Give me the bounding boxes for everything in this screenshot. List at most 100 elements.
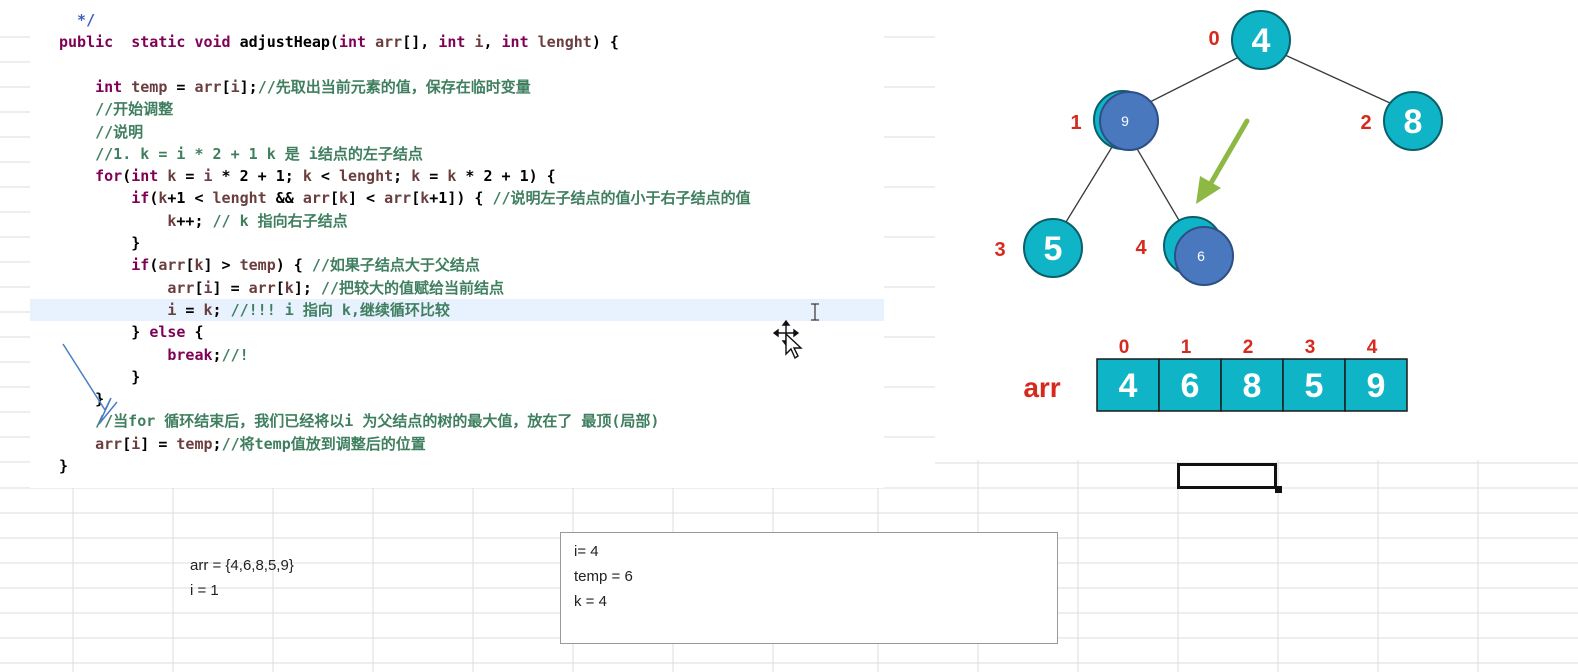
code-token: arr bbox=[167, 278, 195, 297]
code-editor[interactable]: */public static void adjustHeap(int arr[… bbox=[59, 9, 879, 479]
text-cursor-icon bbox=[811, 303, 819, 321]
code-token: int bbox=[501, 33, 529, 52]
code-token: [ bbox=[194, 278, 204, 297]
code-line: } bbox=[59, 455, 68, 477]
code-token: public bbox=[59, 33, 114, 52]
code-token: , bbox=[483, 33, 502, 52]
code-token: k bbox=[447, 167, 457, 186]
code-token: [ bbox=[329, 189, 339, 208]
code-token: int bbox=[95, 77, 123, 96]
tree-node-3: 5 3 bbox=[994, 218, 1083, 278]
code-token: ( bbox=[149, 189, 159, 208]
code-token: * 2 + 1; bbox=[212, 167, 303, 186]
node-index: 4 bbox=[1135, 237, 1147, 259]
code-token: i bbox=[203, 167, 213, 186]
code-token: temp bbox=[239, 256, 276, 275]
code-token: i bbox=[203, 278, 213, 297]
node-index: 3 bbox=[994, 239, 1005, 261]
code-token: arr bbox=[248, 278, 276, 297]
code-token: arr bbox=[384, 189, 412, 208]
code-token: ; bbox=[212, 345, 222, 364]
code-line: if(arr[k] > temp) { //如果子结点大于父结点 bbox=[59, 254, 480, 276]
code-line: */ bbox=[59, 9, 95, 31]
array-index: 2 bbox=[1243, 337, 1254, 358]
code-token: temp bbox=[176, 434, 213, 453]
code-token bbox=[59, 167, 95, 185]
code-line: } bbox=[59, 388, 104, 410]
code-token: arr bbox=[375, 33, 403, 52]
code-token: //说明左子结点的值小于右子结点的值 bbox=[492, 189, 751, 208]
array-value: 8 bbox=[1243, 367, 1262, 405]
note-line: i= 4 bbox=[574, 543, 599, 560]
current-line-highlight bbox=[30, 299, 884, 321]
array-cell-3: 53 bbox=[1282, 337, 1346, 412]
code-token: arr bbox=[95, 434, 123, 453]
code-line: int temp = arr[i];//先取出当前元素的值，保存在临时变量 bbox=[59, 76, 531, 98]
code-token: i bbox=[474, 33, 484, 52]
code-line: //开始调整 bbox=[59, 98, 173, 120]
code-token: } bbox=[59, 457, 69, 475]
node-value: 8 bbox=[1404, 103, 1423, 141]
array-cell-4: 94 bbox=[1344, 337, 1408, 412]
tree-node-4: 6 4 bbox=[1135, 216, 1234, 286]
code-token: [], bbox=[402, 33, 439, 52]
code-token: = bbox=[420, 167, 448, 186]
green-arrow-icon bbox=[1196, 118, 1250, 204]
code-token: k bbox=[420, 189, 430, 208]
code-token: = bbox=[176, 167, 204, 186]
tree-edge bbox=[1065, 146, 1113, 223]
code-token: lenght bbox=[212, 189, 267, 208]
pen-annotation bbox=[62, 343, 118, 425]
tree-edge bbox=[1137, 54, 1244, 109]
fill-handle[interactable] bbox=[1275, 486, 1282, 493]
code-token: adjustHeap( bbox=[230, 33, 339, 52]
code-token: && bbox=[266, 189, 303, 208]
node-value: 6 bbox=[1197, 248, 1205, 264]
code-token bbox=[59, 435, 95, 453]
array-cell-1: 61 bbox=[1158, 337, 1222, 412]
code-token: */ bbox=[59, 11, 96, 29]
code-token: //将temp值放到调整后的位置 bbox=[221, 434, 426, 453]
array-value: 5 bbox=[1305, 367, 1324, 405]
code-token: arr bbox=[302, 189, 330, 208]
code-token: } bbox=[59, 390, 105, 409]
array-index: 3 bbox=[1305, 337, 1316, 358]
code-line: //当for 循环结束后，我们已经将以i 为父结点的树的最大值，放在了 最顶(局… bbox=[59, 410, 659, 432]
tree-edge bbox=[1135, 146, 1181, 223]
code-token: ]; bbox=[239, 77, 258, 96]
code-line: //1. k = i * 2 + 1 k 是 i结点的左子结点 bbox=[59, 143, 423, 165]
code-token: //开始调整 bbox=[95, 100, 174, 119]
note-box: i= 4 temp = 6 k = 4 bbox=[560, 532, 1058, 644]
code-line: break;//! bbox=[59, 344, 248, 366]
array-label: arr bbox=[1023, 372, 1060, 403]
code-token: k bbox=[203, 300, 213, 319]
array-cell-box bbox=[1282, 358, 1346, 412]
code-token: k bbox=[411, 167, 421, 186]
code-line: i = k; //!!! i 指向 k,继续循环比较 bbox=[59, 299, 450, 321]
array-index: 0 bbox=[1119, 337, 1130, 358]
code-line: //说明 bbox=[59, 121, 143, 143]
code-token: k bbox=[158, 189, 168, 208]
code-token: lenght bbox=[537, 33, 592, 52]
code-token: } bbox=[59, 234, 141, 252]
note-line: k = 4 bbox=[574, 593, 607, 610]
code-token: = bbox=[176, 300, 204, 319]
code-token: lenght bbox=[338, 167, 394, 186]
code-token: = bbox=[167, 77, 195, 96]
tree-node-1: 9 1 bbox=[1070, 90, 1159, 151]
code-token: [ bbox=[185, 256, 195, 275]
code-token: if bbox=[131, 256, 150, 275]
code-token: //先取出当前元素的值，保存在临时变量 bbox=[257, 77, 531, 96]
code-line: } bbox=[59, 366, 140, 388]
code-line: for(int k = i * 2 + 1; k < lenght; k = k… bbox=[59, 165, 556, 187]
code-token bbox=[59, 212, 167, 230]
node-value: 4 bbox=[1252, 22, 1271, 60]
code-token: // k 指向右子结点 bbox=[212, 211, 348, 230]
note-line: i = 1 bbox=[190, 582, 219, 599]
code-token: ; bbox=[212, 300, 231, 319]
code-token: { bbox=[185, 323, 204, 342]
selected-cell[interactable] bbox=[1177, 463, 1277, 489]
code-token bbox=[59, 100, 95, 118]
code-token: ] = bbox=[140, 434, 177, 453]
